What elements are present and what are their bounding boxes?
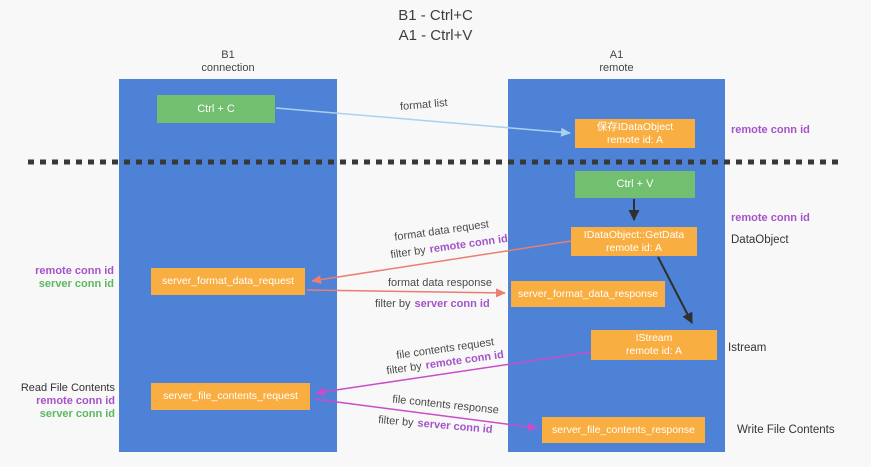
filter-by-text: filter by bbox=[389, 244, 427, 262]
read-file-contents-group: Read File Contents remote conn id server… bbox=[18, 382, 115, 421]
format-data-response-label: format data response bbox=[388, 277, 492, 289]
istream-line1: IStream bbox=[635, 332, 673, 344]
file-response-label: server_file_contents_response bbox=[551, 423, 695, 436]
save-idataobject-line2: remote id: A bbox=[606, 133, 664, 146]
left-column-subtitle: connection bbox=[201, 62, 255, 74]
diagram-title: B1 - Ctrl+C A1 - Ctrl+V bbox=[0, 6, 871, 46]
left-column-name: B1 bbox=[221, 49, 235, 61]
right-remote-conn-id-top: remote conn id bbox=[731, 124, 810, 136]
format-response-label: server_format_data_response bbox=[517, 287, 659, 300]
filter-by-text: filter by bbox=[375, 298, 411, 310]
left-remote-conn-id-bottom: remote conn id bbox=[36, 395, 115, 407]
right-column-subtitle: remote bbox=[599, 62, 634, 74]
istream-box: IStream remote id: A bbox=[591, 330, 717, 360]
server-conn-id-text: server conn id bbox=[417, 417, 493, 436]
istream-side-label: Istream bbox=[728, 342, 767, 354]
write-file-contents-label: Write File Contents bbox=[737, 424, 835, 436]
ctrl-c-label: Ctrl + C bbox=[197, 102, 235, 115]
format-request-label: server_format_data_request bbox=[162, 275, 294, 287]
read-file-contents-label: Read File Contents bbox=[20, 382, 115, 394]
left-column-header: B1 connection bbox=[119, 49, 337, 75]
server-format-data-response-box: server_format_data_response bbox=[511, 281, 665, 307]
server-file-contents-response-box: server_file_contents_response bbox=[542, 417, 705, 443]
ctrl-v-box: Ctrl + V bbox=[575, 171, 695, 198]
ctrl-v-label: Ctrl + V bbox=[616, 178, 654, 190]
left-server-conn-id-bottom: server conn id bbox=[39, 408, 115, 420]
file-request-label: server_file_contents_request bbox=[163, 390, 298, 402]
title-line-2: A1 - Ctrl+V bbox=[398, 27, 473, 44]
idataobject-getdata-box: IDataObject::GetData remote id: A bbox=[571, 227, 697, 256]
istream-line2: remote id: A bbox=[625, 345, 683, 357]
left-server-conn-id-top: server conn id bbox=[38, 278, 114, 290]
save-idataobject-line1: 保存IDataObject bbox=[596, 120, 674, 133]
getdata-line2: remote id: A bbox=[605, 241, 663, 254]
left-remote-conn-id-top: remote conn id bbox=[35, 265, 114, 277]
format-list-label: format list bbox=[399, 96, 449, 114]
right-column-name: A1 bbox=[609, 49, 624, 61]
server-format-data-request-box: server_format_data_request bbox=[151, 268, 305, 295]
server-file-contents-request-box: server_file_contents_request bbox=[151, 383, 310, 410]
ctrl-c-box: Ctrl + C bbox=[157, 95, 275, 123]
left-conn-id-group-top: remote conn id server conn id bbox=[18, 265, 114, 291]
dataobject-label: DataObject bbox=[731, 234, 789, 246]
save-idataobject-box: 保存IDataObject remote id: A bbox=[575, 119, 695, 148]
right-column-header: A1 remote bbox=[508, 49, 725, 75]
getdata-line1: IDataObject::GetData bbox=[583, 228, 685, 241]
filter-by-text: filter by bbox=[385, 360, 423, 378]
right-remote-conn-id-mid: remote conn id bbox=[731, 212, 810, 224]
file-contents-response-label: file contents response bbox=[391, 393, 500, 417]
title-line-1: B1 - Ctrl+C bbox=[398, 7, 473, 24]
filter-by-text: filter by bbox=[377, 414, 415, 430]
server-conn-id-text: server conn id bbox=[414, 298, 490, 310]
